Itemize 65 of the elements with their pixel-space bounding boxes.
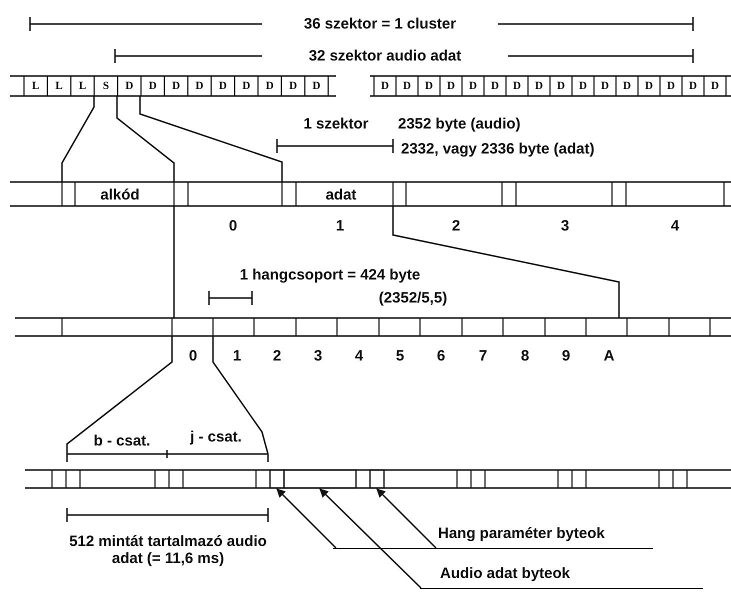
callout-label: Hang paraméter byteok <box>333 522 653 549</box>
dimension-label: 32 szektor audio adat <box>308 48 462 64</box>
byte-cell <box>369 469 385 489</box>
index-number: 4 <box>354 348 364 364</box>
sector-letter: D <box>381 80 389 92</box>
size-note: 2332, vagy 2336 byte (adat) <box>401 140 594 158</box>
sector-letter: D <box>447 80 455 92</box>
sector-letter: D <box>403 80 411 92</box>
sector-letter: D <box>196 80 204 92</box>
field-label: alkód <box>100 186 140 204</box>
sector-letter: D <box>312 80 320 92</box>
index-number: 2 <box>272 348 282 364</box>
index-number: 2 <box>452 218 460 234</box>
sector-letter: D <box>535 80 543 92</box>
byte-cell <box>283 469 357 489</box>
leader-arrow <box>319 488 422 589</box>
sector-letter: D <box>557 80 565 92</box>
sector-letter: D <box>711 80 719 92</box>
sector-letter: D <box>242 80 250 92</box>
leader-arrow <box>276 488 337 549</box>
sector-letter: D <box>266 80 274 92</box>
sector-letter: L <box>78 80 86 92</box>
sector-letter: L <box>32 80 40 92</box>
index-number: 1 <box>336 218 344 234</box>
sector-letter: D <box>601 80 609 92</box>
sector-letter: D <box>148 80 157 92</box>
sector-letter: D <box>125 80 134 92</box>
sector-letter: D <box>425 80 433 92</box>
dimension-label: 36 szektor = 1 cluster <box>304 16 456 32</box>
index-number: 3 <box>314 348 322 364</box>
field-label: adat <box>326 186 356 204</box>
dimension-label: 1 szektor <box>303 116 369 132</box>
index-number: 1 <box>232 348 242 364</box>
sector-letter: D <box>667 80 675 92</box>
index-number: 4 <box>670 218 680 234</box>
index-number: 6 <box>436 348 446 364</box>
sector-letter: D <box>513 80 521 92</box>
channel-label: b - csat. <box>94 432 150 450</box>
size-note: (2352/5,5) <box>378 290 448 306</box>
sector-letter: D <box>645 80 653 92</box>
sector-letter: D <box>579 80 587 92</box>
index-number: 8 <box>520 348 530 364</box>
dimension-label: 1 hangcsoport = 424 byte <box>240 266 420 284</box>
index-number: 0 <box>188 348 198 364</box>
sector-letter: D <box>172 80 180 92</box>
sector-letter: S <box>102 80 109 92</box>
sector-letter: D <box>469 80 477 92</box>
callout-label: Audio adat byteok <box>420 562 703 589</box>
sector-letter: D <box>289 80 298 92</box>
sector-letter: D <box>689 80 697 92</box>
channel-label: j - csat. <box>190 428 242 446</box>
sector-letter: D <box>623 80 631 92</box>
index-number: A <box>604 348 614 364</box>
byte-cell <box>269 469 285 489</box>
leader-arrow <box>376 488 437 549</box>
sector-letter: D <box>218 80 227 92</box>
index-number: 7 <box>478 348 488 364</box>
index-number: 0 <box>228 218 238 234</box>
sector-letter: L <box>55 80 63 92</box>
index-number: 9 <box>562 348 570 364</box>
dimension-label: 512 mintát tartalmazó audio adat (= 11,6 ms) <box>68 533 268 567</box>
index-number: 3 <box>560 218 570 234</box>
size-note: 2352 byte (audio) <box>398 116 521 132</box>
index-number: 5 <box>396 348 404 364</box>
sector-letter: D <box>491 80 499 92</box>
